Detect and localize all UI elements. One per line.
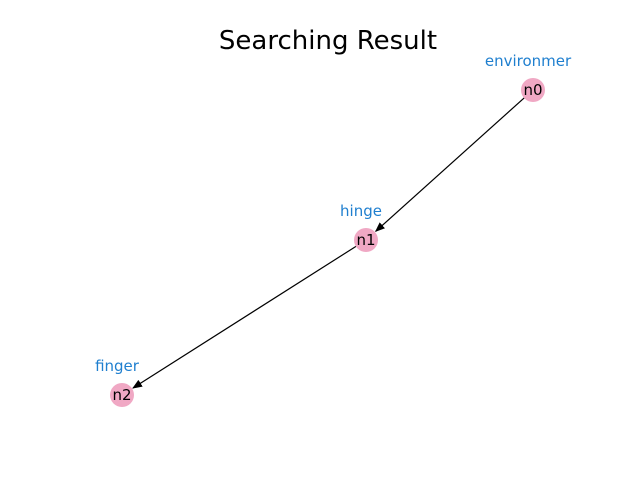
edges-layer bbox=[132, 96, 526, 389]
edge-n0-n1 bbox=[374, 96, 526, 232]
nodes-layer: n0 environmer n1 hinge n2 finger bbox=[95, 52, 572, 407]
node-n0[interactable]: n0 environmer bbox=[485, 52, 572, 102]
chart-title: Searching Result bbox=[219, 26, 437, 56]
node-caption: finger bbox=[95, 357, 140, 375]
node-label: n2 bbox=[112, 386, 131, 404]
edge-n1-n2 bbox=[132, 244, 358, 389]
node-n1[interactable]: n1 hinge bbox=[340, 202, 382, 252]
node-circle bbox=[354, 228, 378, 252]
node-circle bbox=[521, 78, 545, 102]
node-label: n1 bbox=[356, 231, 375, 249]
node-label: n0 bbox=[523, 81, 542, 99]
node-circle bbox=[110, 383, 134, 407]
node-n2[interactable]: n2 finger bbox=[95, 357, 140, 407]
node-caption: environmer bbox=[485, 52, 572, 70]
node-caption: hinge bbox=[340, 202, 382, 220]
